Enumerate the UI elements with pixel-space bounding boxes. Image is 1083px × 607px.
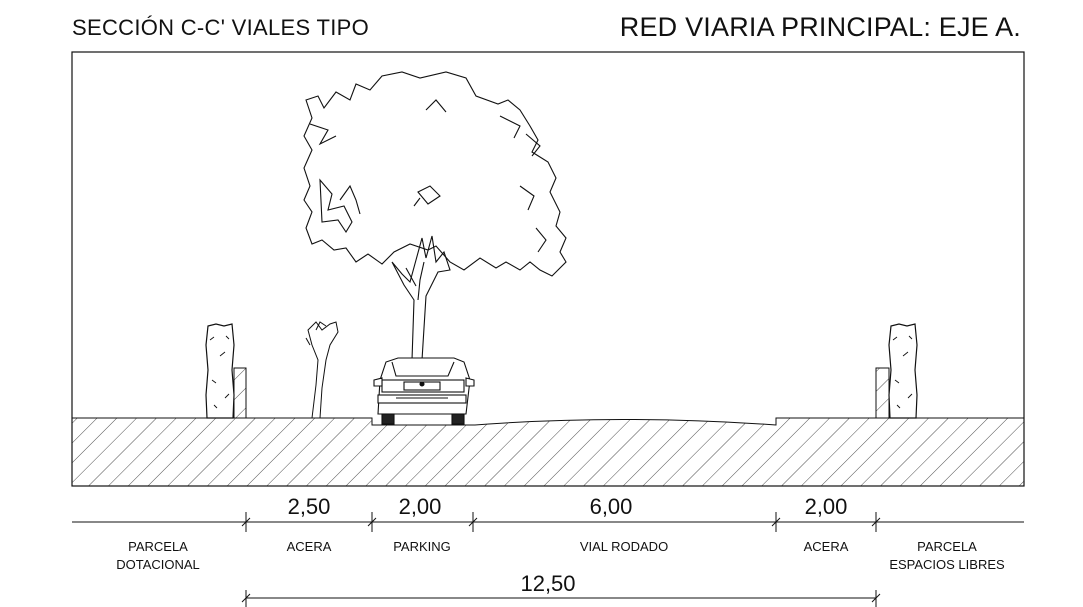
dimension-parking: 2,00 bbox=[398, 494, 442, 519]
zone-acera-right: ACERA bbox=[803, 539, 849, 554]
zone-parcela-libres-line1: PARCELA bbox=[917, 539, 977, 554]
tree bbox=[303, 71, 567, 361]
zone-vial-rodado: VIAL RODADO bbox=[579, 539, 669, 554]
right-wall bbox=[875, 367, 890, 419]
pedestrian-figure bbox=[305, 321, 339, 419]
zone-parcela-dotacional-line1: PARCELA bbox=[128, 539, 188, 554]
zone-parcela-espacios-libres: PARCELA ESPACIOS LIBRES bbox=[889, 538, 1004, 574]
zone-parcela-dotacional: PARCELA DOTACIONAL bbox=[116, 538, 200, 574]
zone-parcela-dotacional-line2: DOTACIONAL bbox=[116, 557, 200, 572]
section-title: SECCIÓN C-C' VIALES TIPO bbox=[72, 15, 370, 40]
dimension-acera-left: 2,50 bbox=[287, 494, 331, 519]
parked-car bbox=[373, 357, 475, 425]
dimension-acera-right: 2,00 bbox=[804, 494, 848, 519]
ground-hatch bbox=[71, 417, 1025, 487]
zone-acera-left: ACERA bbox=[286, 539, 332, 554]
left-hedge bbox=[205, 323, 235, 419]
plan-title: RED VIARIA PRINCIPAL: EJE A. bbox=[619, 12, 1021, 42]
right-hedge bbox=[888, 323, 918, 419]
dimension-lines bbox=[72, 512, 1024, 607]
dimension-total: 12,50 bbox=[520, 571, 576, 596]
dimension-vial-rodado: 6,00 bbox=[589, 494, 633, 519]
left-wall bbox=[233, 367, 247, 419]
zone-parcela-libres-line2: ESPACIOS LIBRES bbox=[889, 557, 1005, 572]
zone-parking: PARKING bbox=[393, 539, 451, 554]
